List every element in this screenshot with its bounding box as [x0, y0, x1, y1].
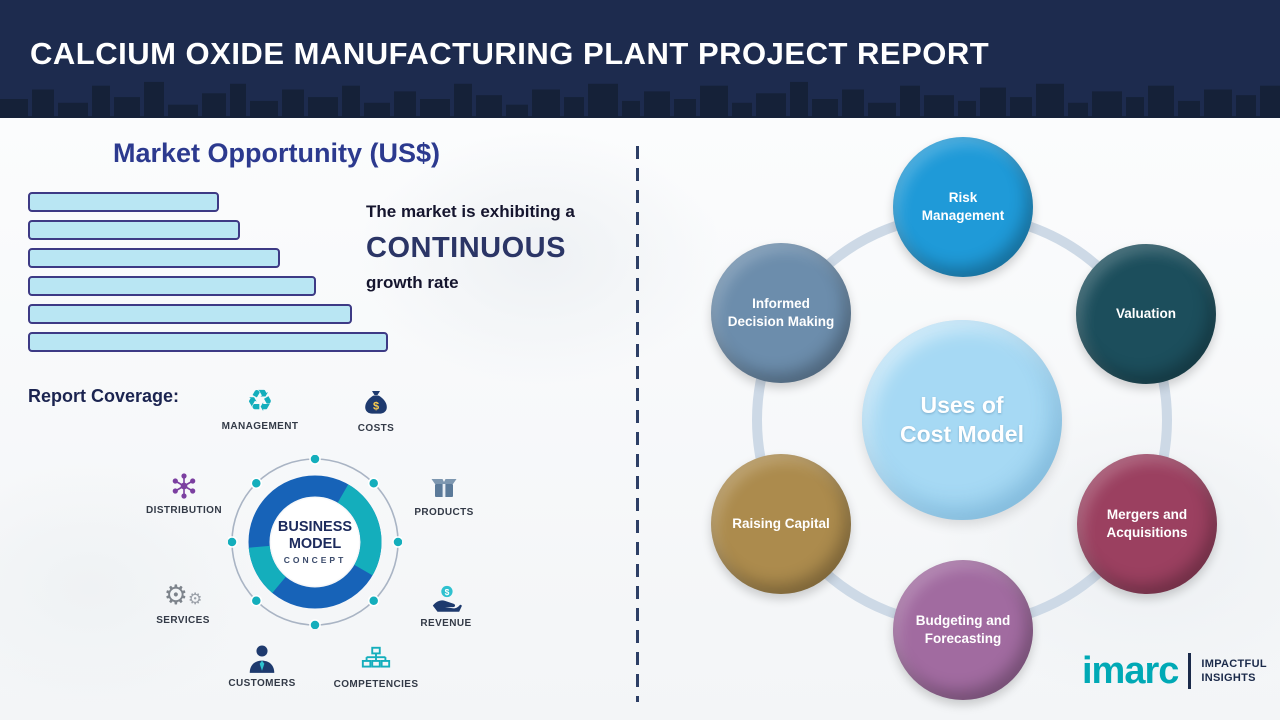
bm-item-label: PRODUCTS — [414, 507, 474, 518]
org-chart-icon — [361, 646, 391, 668]
business-model-diagram: BUSINESS MODEL CONCEPT — [228, 455, 402, 629]
node-label: Informed Decision Making — [727, 296, 835, 329]
bm-item-label: REVENUE — [420, 618, 472, 629]
growth-line1: The market is exhibiting a — [366, 202, 575, 221]
logo-tagline-line1: IMPACTFUL — [1201, 657, 1267, 670]
center-label-line2: Cost Model — [900, 421, 1024, 447]
node-raising-capital: Raising Capital — [711, 454, 851, 594]
bm-item-label: COSTS — [357, 423, 395, 434]
growth-highlight: CONTINUOUS — [366, 232, 566, 264]
market-opportunity-bar-chart — [28, 192, 388, 360]
node-label: Risk Management — [921, 190, 1005, 223]
svg-text:$: $ — [445, 587, 450, 597]
bm-item-costs: $ COSTS — [330, 388, 422, 434]
recycle-idea-icon: ♻ — [246, 384, 274, 419]
imarc-logo: imarc IMPACTFUL INSIGHTS — [1082, 652, 1267, 690]
business-model-center-label: BUSINESS MODEL CONCEPT — [228, 455, 402, 629]
bm-item-customers: CUSTOMERS — [216, 643, 308, 689]
bar — [28, 276, 316, 296]
node-label: Budgeting and Forecasting — [915, 613, 1011, 646]
bm-item-label: CUSTOMERS — [228, 678, 296, 689]
box-icon — [431, 479, 457, 497]
bm-item-competencies: COMPETENCIES — [330, 644, 422, 690]
bm-center-line3: CONCEPT — [283, 554, 347, 565]
bm-center-line2: MODEL — [288, 536, 342, 552]
header-band: CALCIUM OXIDE MANUFACTURING PLANT PROJEC… — [0, 0, 1280, 118]
node-valuation: Valuation — [1076, 244, 1216, 384]
logo-tagline: IMPACTFUL INSIGHTS — [1201, 657, 1266, 686]
business-model-ring-graphic — [228, 455, 402, 629]
bm-item-label: SERVICES — [156, 615, 210, 626]
gears-icon: ⚙⚙ — [163, 580, 203, 611]
logo-tagline-line2: INSIGHTS — [1201, 672, 1256, 684]
node-mergers-acquisitions: Mergers and Acquisitions — [1077, 454, 1217, 594]
page-title: CALCIUM OXIDE MANUFACTURING PLANT PROJEC… — [30, 36, 990, 71]
bm-item-revenue: $ REVENUE — [400, 583, 492, 629]
node-label: Raising Capital — [732, 516, 830, 532]
bm-item-label: DISTRIBUTION — [146, 505, 222, 516]
bm-item-label: COMPETENCIES — [333, 679, 419, 690]
report-coverage-label: Report Coverage: — [28, 386, 180, 406]
hand-coin-icon: $ — [432, 585, 462, 612]
center-label-line1: Uses of — [920, 392, 1004, 419]
bm-center-line1: BUSINESS — [277, 519, 353, 536]
bar — [28, 332, 388, 352]
person-icon — [249, 645, 275, 673]
city-skyline-silhouette — [0, 81, 1280, 118]
node-label: Valuation — [1115, 306, 1176, 322]
market-opportunity-title: Market Opportunity (US$) — [113, 138, 441, 168]
bar — [28, 220, 241, 240]
logo-divider — [1188, 653, 1192, 689]
node-informed-decision-making: Informed Decision Making — [711, 243, 851, 383]
svg-text:$: $ — [373, 401, 379, 413]
bm-item-products: PRODUCTS — [398, 472, 490, 518]
bar — [28, 304, 352, 324]
imarc-brand-text: imarc — [1082, 650, 1179, 692]
bm-item-distribution: DISTRIBUTION — [138, 470, 230, 516]
dashed-divider — [636, 146, 639, 702]
bar — [28, 248, 280, 268]
bar — [28, 192, 219, 212]
money-bag-icon: $ — [365, 391, 387, 414]
network-icon — [172, 473, 196, 499]
node-label: Mergers and Acquisitions — [1106, 507, 1188, 540]
node-risk-management: Risk Management — [893, 137, 1033, 277]
growth-line3: growth rate — [366, 273, 459, 292]
uses-of-cost-model-circle: Uses of Cost Model — [862, 320, 1062, 520]
bm-item-management: ♻ MANAGEMENT — [214, 384, 306, 433]
growth-annotation: The market is exhibiting a CONTINUOUS gr… — [366, 202, 641, 293]
bm-item-services: ⚙⚙ SERVICES — [137, 580, 229, 626]
bm-item-label: MANAGEMENT — [221, 421, 299, 432]
node-budgeting-forecasting: Budgeting and Forecasting — [893, 560, 1033, 700]
